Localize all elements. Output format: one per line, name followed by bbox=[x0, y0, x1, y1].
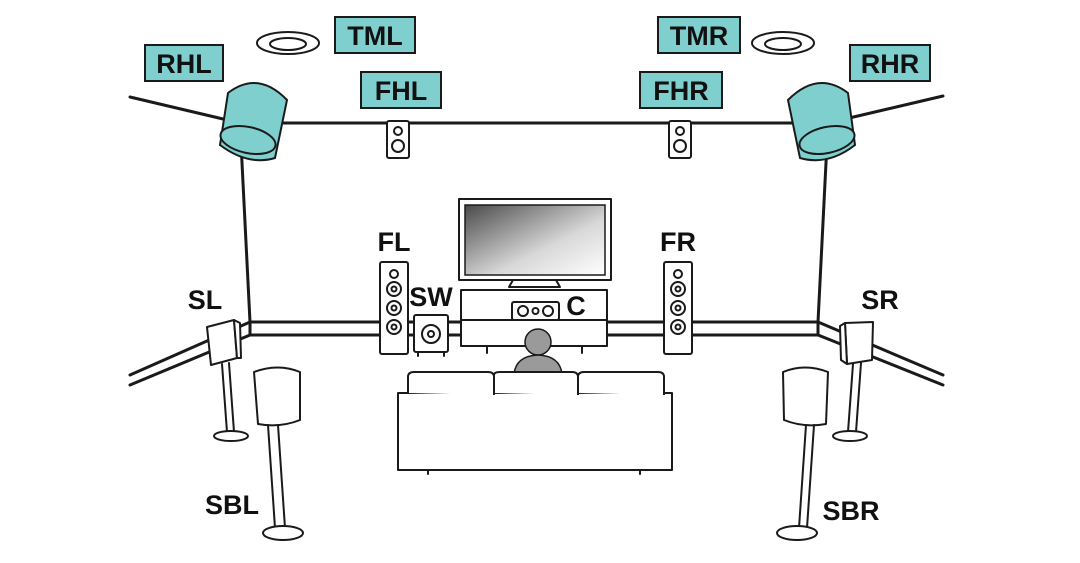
tag-fhr-box bbox=[639, 71, 723, 109]
sbl-speaker bbox=[253, 366, 304, 541]
tag-tmr: TMR bbox=[657, 16, 741, 54]
tag-tml-text: TML bbox=[347, 21, 402, 51]
tag-rhl-text: RHL bbox=[156, 49, 212, 79]
label-c: C bbox=[566, 291, 586, 321]
subwoofer bbox=[413, 314, 449, 357]
tag-tmr-box bbox=[657, 16, 741, 54]
rhl-speaker-face bbox=[219, 125, 277, 155]
tag-tmr-text: TMR bbox=[670, 21, 728, 51]
listener-silhouette bbox=[513, 328, 563, 375]
rhr-speaker bbox=[786, 82, 857, 162]
sr-speaker bbox=[832, 321, 874, 442]
fl-speaker bbox=[379, 261, 409, 355]
tag-rhl-box bbox=[144, 44, 224, 82]
rhl-speaker bbox=[218, 82, 289, 162]
tmr-speaker-cone bbox=[764, 37, 802, 51]
label-sl: SL bbox=[188, 285, 223, 315]
sbr-speaker bbox=[776, 366, 829, 541]
tag-fhl: FHL bbox=[360, 71, 442, 109]
tag-rhr-box bbox=[849, 44, 931, 82]
sofa bbox=[397, 371, 673, 475]
fr-speaker bbox=[663, 261, 693, 355]
tml-speaker-cone bbox=[269, 37, 307, 51]
tag-tml-box bbox=[334, 16, 416, 54]
tmr-speaker bbox=[751, 31, 815, 55]
tag-fhl-box bbox=[360, 71, 442, 109]
tag-rhr-text: RHR bbox=[861, 49, 920, 79]
label-sw: SW bbox=[409, 282, 453, 312]
center-speaker bbox=[511, 301, 560, 321]
rhr-speaker-face bbox=[798, 125, 856, 155]
tag-fhr-text: FHR bbox=[653, 76, 709, 106]
label-sbr: SBR bbox=[822, 496, 879, 526]
label-sbl: SBL bbox=[205, 490, 259, 520]
label-fr: FR bbox=[660, 227, 696, 257]
tag-fhl-text: FHL bbox=[375, 76, 427, 106]
tag-rhl: RHL bbox=[144, 44, 224, 82]
fhl-speaker bbox=[386, 120, 410, 159]
sl-speaker bbox=[206, 319, 249, 442]
fhr-speaker bbox=[668, 120, 692, 159]
label-fl: FL bbox=[378, 227, 411, 257]
label-sr: SR bbox=[861, 285, 899, 315]
tag-fhr: FHR bbox=[639, 71, 723, 109]
listener-shoulders bbox=[513, 354, 563, 375]
tag-tml: TML bbox=[334, 16, 416, 54]
tag-rhr: RHR bbox=[849, 44, 931, 82]
listener-head bbox=[524, 328, 552, 356]
television bbox=[458, 198, 612, 288]
tml-speaker bbox=[256, 31, 320, 55]
tv-screen bbox=[464, 204, 606, 276]
